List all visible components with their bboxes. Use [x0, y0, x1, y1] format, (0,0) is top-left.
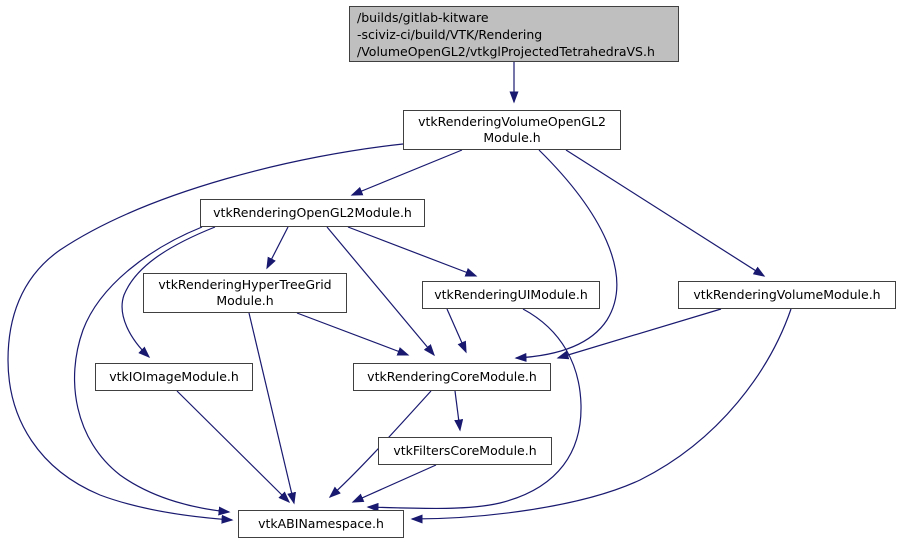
edge-opengl2-to-ui: [347, 226, 478, 277]
node-rendering-core-module[interactable]: vtkRenderingCoreModule.h: [353, 363, 551, 391]
edge-volume-to-abi: [410, 308, 792, 524]
node-volume-opengl2-module[interactable]: vtkRenderingVolumeOpenGL2 Module.h: [403, 110, 621, 150]
node-hypertreegrid-module[interactable]: vtkRenderingHyperTreeGrid Module.h: [143, 273, 347, 313]
node-filters-core-module[interactable]: vtkFiltersCoreModule.h: [378, 437, 552, 465]
edge-ioimage-to-abi: [176, 390, 291, 504]
edge-volume-to-core: [556, 308, 722, 360]
node-ioimage-module[interactable]: vtkIOImageModule.h: [95, 363, 253, 391]
edge-opengl2-to-hypertreegrid: [266, 226, 289, 270]
edge-hypertreegrid-to-abi: [248, 312, 296, 505]
edge-volumeopengl2-to-volume: [565, 149, 766, 277]
edge-ui-to-core: [446, 308, 467, 354]
node-volume-module[interactable]: vtkRenderingVolumeModule.h: [678, 281, 896, 309]
node-opengl2-module[interactable]: vtkRenderingOpenGL2Module.h: [200, 199, 425, 227]
node-main-file: /builds/gitlab-kitware -sciviz-ci/build/…: [349, 6, 679, 62]
edge-volumeopengl2-to-core: [514, 149, 618, 362]
edge-ui-to-abi: [366, 308, 582, 512]
node-abi-namespace[interactable]: vtkABINamespace.h: [238, 510, 404, 538]
edge-core-to-filterscore: [454, 390, 464, 432]
edge-hypertreegrid-to-core: [296, 312, 410, 356]
node-ui-module[interactable]: vtkRenderingUIModule.h: [422, 281, 600, 309]
edge-filterscore-to-abi: [351, 464, 437, 503]
edge-volumeopengl2-to-opengl2: [350, 149, 463, 196]
